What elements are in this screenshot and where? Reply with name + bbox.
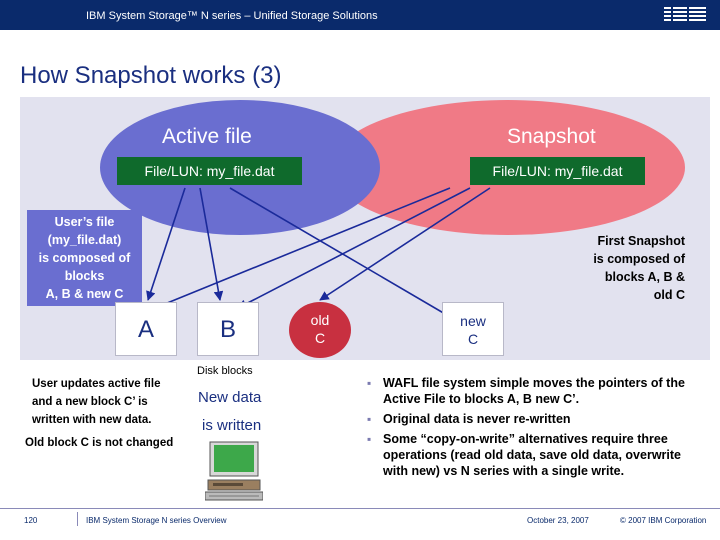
arrow-active-to-new-c	[229, 187, 453, 319]
user-box-line: blocks	[64, 269, 105, 283]
footer-date: October 23, 2007	[527, 516, 589, 525]
update-note-line: written with new data.	[32, 414, 152, 426]
bullet-text: Some “copy-on-write” alternatives requir…	[383, 432, 681, 478]
block-b: B	[197, 302, 259, 356]
active-file-name: File/LUN: my_file.dat	[117, 157, 302, 185]
new-c-line: new	[460, 313, 486, 329]
disk-blocks-label: Disk blocks	[197, 365, 253, 377]
not-changed-note: Old block C is not changed	[25, 437, 174, 449]
header-bar	[0, 0, 720, 30]
block-new-c: new C	[442, 302, 504, 356]
arrow-snap-to-b	[237, 187, 471, 309]
bullet-item: ▪Some “copy-on-write” alternatives requi…	[367, 432, 681, 478]
ibm-logo	[664, 6, 706, 24]
update-note: User updates active file and a new block…	[32, 375, 182, 429]
user-box-line: (my_file.dat)	[47, 233, 122, 247]
first-snapshot-text: First Snapshot is composed of blocks A, …	[560, 232, 685, 304]
computer-icon	[205, 441, 263, 501]
user-file-box: User’s file (my_file.dat) is composed of…	[27, 210, 142, 306]
bullet-item: ▪Original data is never re-written	[367, 412, 571, 426]
block-a: A	[115, 302, 177, 356]
arrow-active-to-a	[146, 187, 186, 301]
new-data-label: New data	[198, 389, 262, 406]
first-snapshot-line: First Snapshot	[597, 234, 685, 248]
page-number: 120	[24, 516, 38, 525]
bullet-list: ▪WAFL file system simple moves the point…	[367, 375, 707, 483]
old-c-line: old	[310, 312, 330, 328]
bullet-text: Original data is never re-written	[383, 412, 571, 426]
user-box-line: is composed of	[38, 251, 131, 265]
first-snapshot-line: is composed of	[593, 252, 685, 266]
update-note-line: User updates active file	[32, 378, 161, 390]
new-c-line: C	[467, 331, 479, 347]
bullet-item: ▪WAFL file system simple moves the point…	[367, 376, 685, 406]
snapshot-file-name: File/LUN: my_file.dat	[470, 157, 645, 185]
arrow-snap-to-old-c	[319, 187, 491, 301]
first-snapshot-line: old C	[653, 288, 685, 302]
footer-copyright: © 2007 IBM Corporation	[620, 516, 707, 525]
bullet-text: WAFL file system simple moves the pointe…	[383, 376, 685, 406]
footer-divider	[0, 508, 720, 509]
user-box-line: User’s file	[54, 215, 115, 229]
user-box-line: A, B & new C	[45, 287, 124, 301]
active-file-label: Active file	[162, 125, 252, 148]
snapshot-label: Snapshot	[507, 125, 596, 148]
first-snapshot-line: blocks A, B &	[604, 270, 685, 284]
block-old-c: old C	[289, 302, 351, 358]
is-written-label: is written	[202, 417, 262, 434]
slide-title: How Snapshot works (3)	[20, 62, 282, 89]
update-note-line: and a new block C’ is	[32, 396, 148, 408]
footer-title: IBM System Storage N series Overview	[86, 516, 227, 525]
old-c-line: C	[314, 330, 326, 346]
arrow-active-to-b	[199, 187, 224, 301]
header-title: IBM System Storage™ N series – Unified S…	[86, 10, 378, 22]
arrow-snap-to-a	[149, 187, 451, 312]
footer-separator	[77, 512, 78, 526]
